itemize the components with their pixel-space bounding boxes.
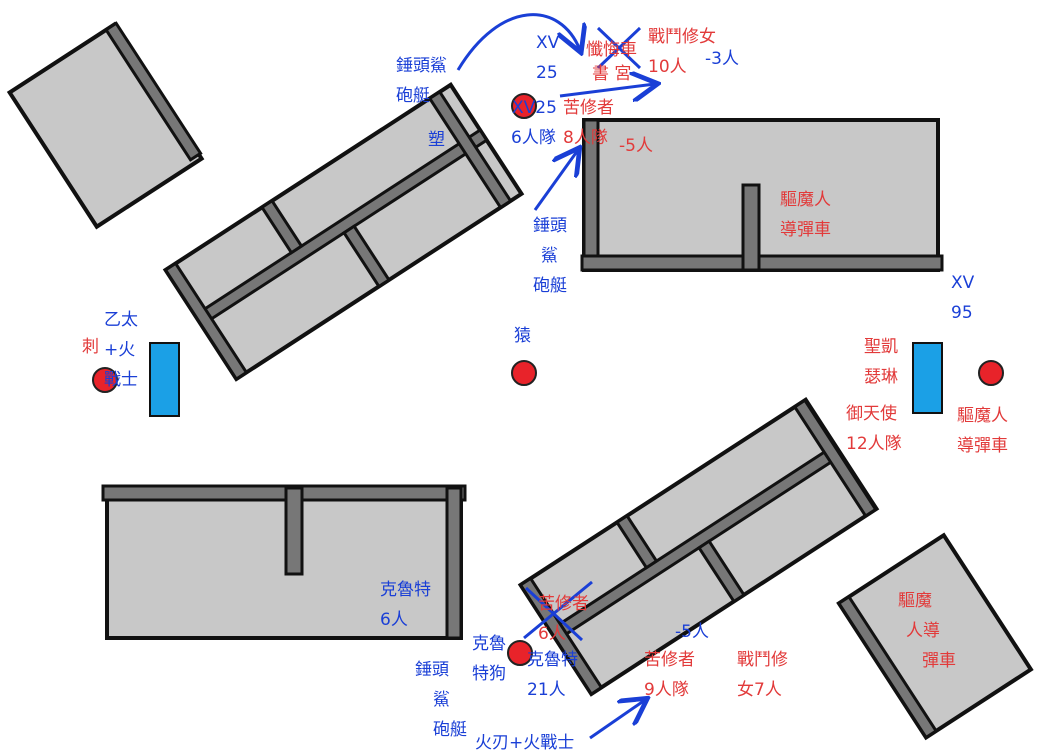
label-ape: 猿: [514, 326, 531, 346]
objective-marker-top[interactable]: [511, 93, 537, 119]
label-exorcist-top: 驅魔人導彈車: [780, 190, 831, 240]
label-assassin: 刺: [82, 337, 99, 357]
label-fireblade: 火刃+火戰士: [475, 733, 575, 753]
move-arrow-mid: [533, 150, 578, 211]
deployment-zone-left: [149, 342, 180, 417]
label-battle-sisters-7: 戰鬥修女7人: [737, 650, 788, 700]
ruin-upper-right: [580, 118, 944, 272]
move-arrow-top-right: [559, 84, 655, 96]
label-minus3: -3人: [705, 49, 739, 69]
objective-marker-right[interactable]: [978, 360, 1004, 386]
ruin-lower-left: [101, 484, 467, 640]
label-six-teams: 6人隊: [511, 128, 556, 148]
ruin-upper-center: [162, 82, 525, 382]
crossed-out-mark-bottom: [523, 580, 593, 642]
label-hammerhead-mid: 錘頭鯊砲艇: [533, 216, 567, 296]
crossed-out-mark-top: [596, 26, 642, 70]
label-exorcist-bottom: 驅魔人導彈車: [898, 591, 956, 671]
label-exorcist-right: 驅魔人導彈車: [957, 406, 1008, 456]
label-plastic: 塑: [428, 130, 445, 150]
label-repentia-crossed: 懺悔車: [586, 40, 637, 60]
label-kroot-hound: 克魯特狗: [472, 634, 506, 684]
move-arrow-bottom: [589, 700, 645, 740]
objective-marker-bottom[interactable]: [507, 640, 533, 666]
objective-marker-center[interactable]: [511, 360, 537, 386]
label-celestine: 聖凱瑟琳: [864, 337, 898, 387]
ruin-bottom-right: [836, 532, 1034, 741]
label-library: 書 宮: [592, 64, 632, 84]
label-minus5-bottom: -5人: [675, 622, 709, 642]
label-hammerhead-top: 錘頭鯊砲艇: [396, 56, 447, 106]
label-xv25: XV25: [512, 98, 557, 118]
label-ethereal: 乙太+火戰士: [104, 310, 138, 390]
objective-marker-left[interactable]: [92, 367, 118, 393]
deployment-zone-right: [912, 342, 943, 414]
ruin-lower-center: [517, 397, 880, 697]
label-minus5-top: -5人: [619, 136, 653, 156]
label-hammerhead-bottom: 錘頭鯊砲艇: [415, 660, 467, 740]
move-arrow-top-curve: [456, 13, 580, 71]
ruin-top-left: [6, 21, 205, 230]
